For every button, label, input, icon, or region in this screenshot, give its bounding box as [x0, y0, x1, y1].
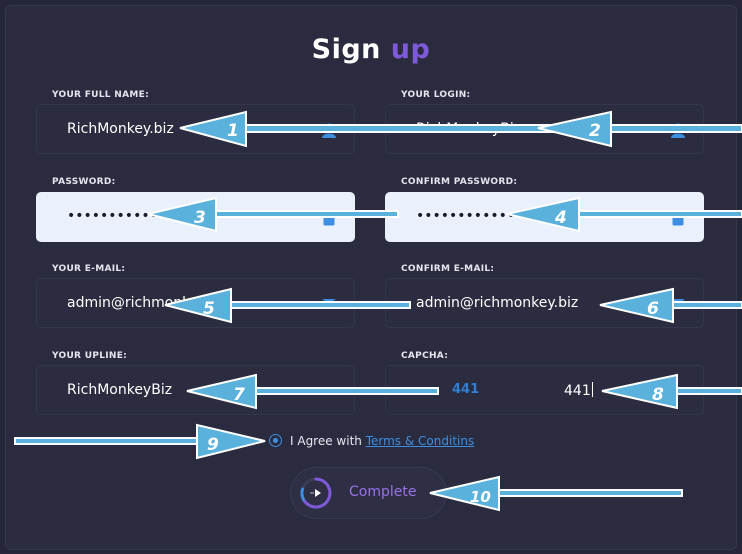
confirm-password-label: CONFIRM PASSWORD: [401, 177, 518, 187]
page-title: Sign up [0, 34, 742, 65]
confirm-email-value: admin@richmonkey.biz [416, 295, 579, 311]
title-main: Sign [311, 34, 381, 65]
full-name-label: YOUR FULL NAME: [52, 90, 149, 100]
captcha-code: 441 [452, 382, 480, 397]
captcha-field[interactable]: 441 441 [385, 365, 704, 415]
signup-panel [5, 5, 737, 550]
login-field[interactable]: RichMonkeyBiz [385, 104, 704, 154]
confirm-email-field[interactable]: admin@richmonkey.biz [385, 278, 704, 328]
upline-label: YOUR UPLINE: [52, 351, 128, 361]
full-name-field[interactable]: RichMonkey.biz [36, 104, 355, 154]
lock-icon [323, 210, 335, 226]
user-icon [322, 123, 336, 138]
captcha-label: CAPCHA: [401, 351, 449, 361]
upline-value: RichMonkeyBiz [67, 382, 173, 398]
agree-radio[interactable] [269, 434, 282, 447]
title-accent: up [390, 34, 431, 65]
captcha-input-value: 441 [564, 382, 593, 399]
email-field[interactable]: admin@richmonkey.biz [36, 278, 355, 328]
full-name-value: RichMonkey.biz [67, 121, 174, 137]
password-label: PASSWORD: [52, 177, 116, 187]
play-icon [300, 477, 332, 509]
password-value: •••••••••••••• [67, 208, 183, 224]
complete-button[interactable]: Complete [290, 467, 447, 519]
terms-link[interactable]: Terms & Conditins [365, 434, 475, 448]
login-value: RichMonkeyBiz [416, 121, 522, 137]
login-label: YOUR LOGIN: [401, 90, 471, 100]
confirm-password-value: ••••••••••••• [416, 208, 524, 224]
user-icon [671, 123, 685, 138]
confirm-password-field[interactable]: ••••••••••••• [385, 192, 704, 242]
email-label: YOUR E-MAIL: [52, 264, 126, 274]
mail-icon [670, 299, 686, 309]
password-field[interactable]: •••••••••••••• [36, 192, 355, 242]
text-caret [591, 382, 593, 397]
mail-icon [321, 299, 337, 309]
confirm-email-label: CONFIRM E-MAIL: [401, 264, 495, 274]
agree-text: I Agree with Terms & Conditins [290, 434, 475, 448]
upline-field[interactable]: RichMonkeyBiz [36, 365, 355, 415]
email-value: admin@richmonkey.biz [67, 295, 230, 311]
complete-label: Complete [349, 484, 417, 500]
lock-icon [672, 210, 684, 226]
